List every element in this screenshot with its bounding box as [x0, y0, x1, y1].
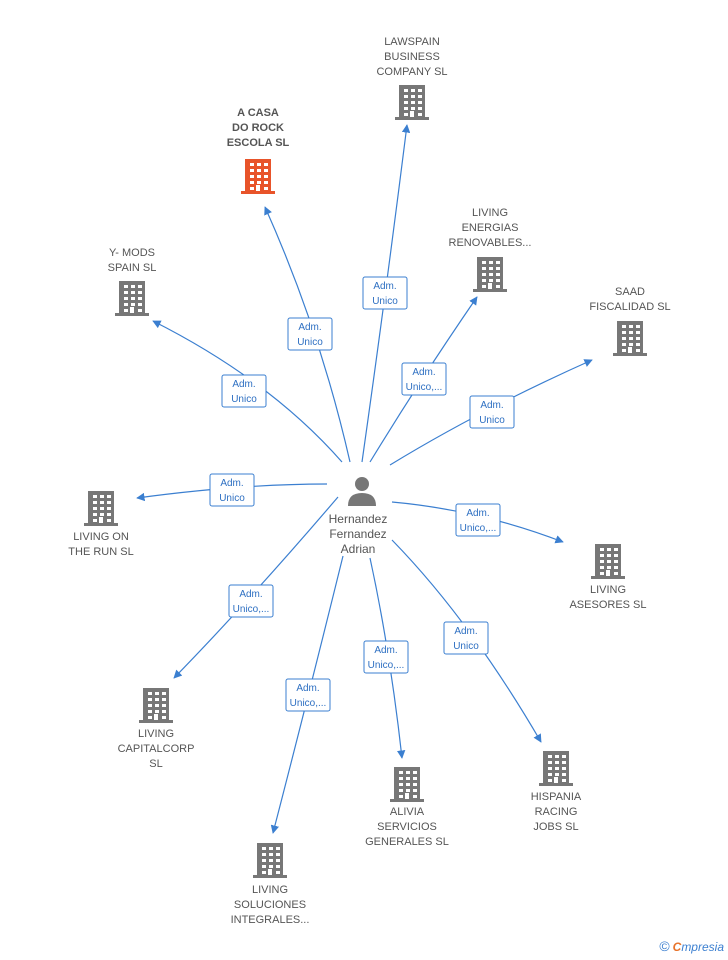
- copyright-symbol: ©: [659, 938, 670, 954]
- person-icon: [348, 477, 376, 506]
- relation-label-text: Unico,...: [233, 604, 270, 615]
- building-icon-living-asesores[interactable]: [591, 544, 625, 579]
- company-name-line: SAAD: [615, 286, 645, 298]
- relation-label-hispania[interactable]: Adm. Unico: [443, 621, 489, 655]
- relation-label-text: Adm.: [373, 281, 396, 292]
- relation-label-living-asesores[interactable]: Adm. Unico,...: [455, 503, 501, 537]
- relation-label-text: Adm.: [374, 645, 397, 656]
- company-name-line: DO ROCK: [232, 122, 284, 134]
- building-icon-y-mods[interactable]: [115, 281, 149, 316]
- building-icon-living-energias[interactable]: [473, 257, 507, 292]
- center-name-line: Hernandez: [329, 512, 388, 526]
- building-icon-living-capitalcorp[interactable]: [139, 688, 173, 723]
- company-name-line: ALIVIA: [390, 806, 425, 818]
- company-name-line: LAWSPAIN: [384, 36, 440, 48]
- company-name-line: Y- MODS: [109, 247, 155, 259]
- company-name-lawspain[interactable]: LAWSPAIN BUSINESS COMPANY SL: [376, 36, 447, 78]
- company-name-line: CAPITALCORP: [118, 743, 195, 755]
- relation-label-y-mods[interactable]: Adm. Unico: [221, 374, 267, 408]
- center-name-line: Adrian: [341, 542, 376, 556]
- company-name-saad[interactable]: SAAD FISCALIDAD SL: [589, 286, 670, 313]
- relation-label-saad[interactable]: Adm. Unico: [469, 395, 515, 429]
- building-icon-saad[interactable]: [613, 321, 647, 356]
- company-name-living-on-the-run[interactable]: LIVING ON THE RUN SL: [68, 531, 133, 558]
- company-name-line: SPAIN SL: [108, 262, 157, 274]
- company-name-line: SL: [149, 758, 162, 770]
- company-name-line: LIVING: [472, 207, 508, 219]
- relation-label-text: Adm.: [480, 400, 503, 411]
- company-name-line: SERVICIOS: [377, 821, 437, 833]
- relation-label-living-on-the-run[interactable]: Adm. Unico: [209, 473, 255, 507]
- company-name-line: BUSINESS: [384, 51, 440, 63]
- company-name-y-mods[interactable]: Y- MODS SPAIN SL: [108, 247, 157, 274]
- relation-label-text: Adm.: [220, 478, 243, 489]
- relation-label-text: Unico,...: [460, 523, 497, 534]
- relation-label-text: Unico: [372, 296, 398, 307]
- brand-rest: mpresia: [681, 940, 724, 954]
- building-icon-a-casa[interactable]: [241, 159, 275, 194]
- center-name-line: Fernandez: [329, 527, 386, 541]
- company-name-line: ENERGIAS: [462, 222, 519, 234]
- company-name-living-capitalcorp[interactable]: LIVING CAPITALCORP SL: [118, 728, 195, 770]
- company-name-line: THE RUN SL: [68, 546, 133, 558]
- company-name-line: LIVING: [252, 884, 288, 896]
- company-name-line: LIVING: [590, 584, 626, 596]
- company-nodes-layer: LAWSPAIN BUSINESS COMPANY SL A CASA DO ROCK E…: [68, 36, 670, 926]
- company-name-hispania[interactable]: HISPANIA RACING JOBS SL: [531, 791, 582, 833]
- company-name-line: COMPANY SL: [376, 66, 447, 78]
- building-icon-hispania[interactable]: [539, 751, 573, 786]
- building-icon-living-on-the-run[interactable]: [84, 491, 118, 526]
- relation-label-text: Unico: [453, 641, 479, 652]
- company-name-line: A CASA: [237, 107, 279, 119]
- relation-labels-layer: Adm.UnicoAdm.UnicoAdm.Unico,...Adm.Unico…: [209, 276, 515, 712]
- company-name-a-casa[interactable]: A CASA DO ROCK ESCOLA SL: [227, 107, 290, 149]
- company-name-line: GENERALES SL: [365, 836, 449, 848]
- company-name-line: INTEGRALES...: [231, 914, 310, 926]
- company-name-line: ESCOLA SL: [227, 137, 290, 149]
- relation-label-text: Adm.: [412, 367, 435, 378]
- company-name-line: LIVING ON: [73, 531, 129, 543]
- relation-label-text: Unico,...: [290, 698, 327, 709]
- relation-label-text: Adm.: [296, 683, 319, 694]
- relation-label-text: Unico,...: [406, 382, 443, 393]
- company-name-line: SOLUCIONES: [234, 899, 306, 911]
- company-name-line: LIVING: [138, 728, 174, 740]
- company-name-living-asesores[interactable]: LIVING ASESORES SL: [569, 584, 646, 611]
- company-name-line: HISPANIA: [531, 791, 582, 803]
- building-icon-alivia[interactable]: [390, 767, 424, 802]
- relation-label-a-casa[interactable]: Adm. Unico: [287, 317, 333, 351]
- relation-label-text: Unico: [219, 493, 245, 504]
- brand-initial: C: [672, 940, 682, 954]
- building-icon-living-soluciones[interactable]: [253, 843, 287, 878]
- relation-label-text: Adm.: [232, 379, 255, 390]
- company-name-line: JOBS SL: [533, 821, 578, 833]
- relation-label-text: Unico: [231, 394, 257, 405]
- company-name-line: RACING: [535, 806, 578, 818]
- relation-label-text: Adm.: [454, 626, 477, 637]
- relation-label-text: Adm.: [466, 508, 489, 519]
- relation-label-text: Adm.: [239, 589, 262, 600]
- relation-label-living-capitalcorp[interactable]: Adm. Unico,...: [228, 584, 274, 618]
- company-name-line: FISCALIDAD SL: [589, 301, 670, 313]
- company-name-living-soluciones[interactable]: LIVING SOLUCIONES INTEGRALES...: [231, 884, 310, 926]
- relation-label-living-energias[interactable]: Adm. Unico,...: [401, 362, 447, 396]
- empresia-watermark: ©Cmpresia: [659, 938, 724, 954]
- relation-label-text: Unico: [297, 337, 323, 348]
- company-name-line: ASESORES SL: [569, 599, 646, 611]
- building-icon-lawspain[interactable]: [395, 85, 429, 120]
- company-name-alivia[interactable]: ALIVIA SERVICIOS GENERALES SL: [365, 806, 449, 848]
- company-name-living-energias[interactable]: LIVING ENERGIAS RENOVABLES...: [449, 207, 532, 249]
- company-name-line: RENOVABLES...: [449, 237, 532, 249]
- relation-label-living-soluciones[interactable]: Adm. Unico,...: [285, 678, 331, 712]
- relation-label-text: Unico: [479, 415, 505, 426]
- relation-label-alivia[interactable]: Adm. Unico,...: [363, 640, 409, 674]
- relation-label-text: Adm.: [298, 322, 321, 333]
- relation-label-lawspain[interactable]: Adm. Unico: [362, 276, 408, 310]
- relation-label-text: Unico,...: [368, 660, 405, 671]
